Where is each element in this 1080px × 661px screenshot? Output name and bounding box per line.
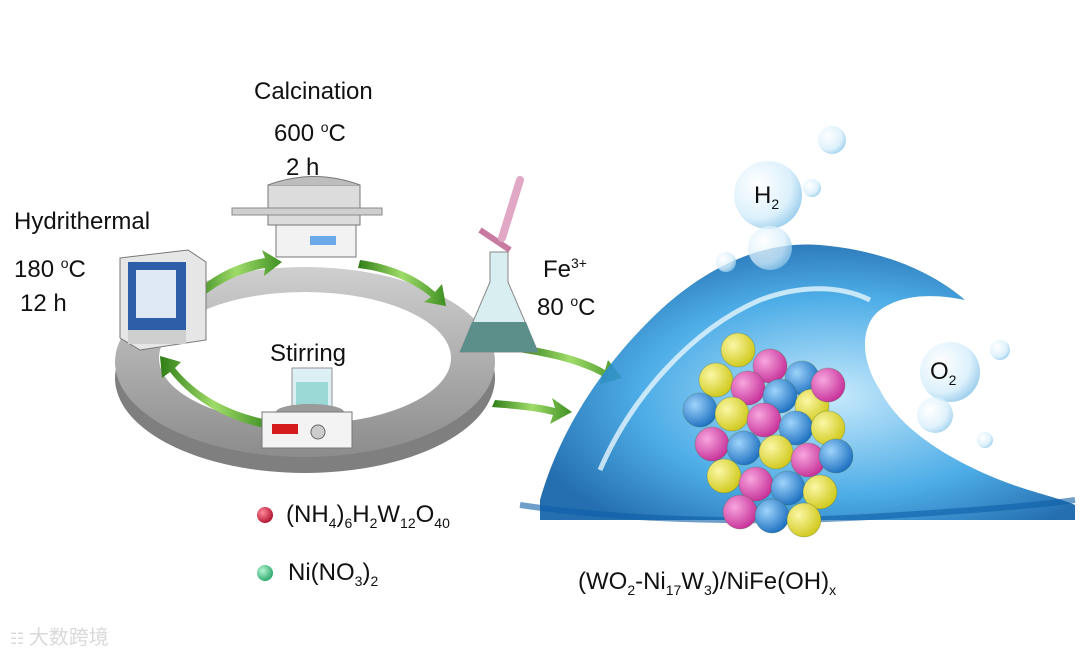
oven-icon: [119, 249, 207, 351]
nanosphere: [706, 458, 742, 494]
nanosphere: [720, 332, 756, 368]
legend-dot-tungstate: [257, 507, 273, 523]
hydrothermal-title: Hydrithermal: [14, 208, 151, 235]
process-ring: [115, 267, 495, 473]
h2-label: H2: [754, 182, 780, 212]
gas-bubbles: [716, 126, 1010, 448]
legend-dot-nickel-nitrate: [257, 565, 273, 581]
hydrothermal-time: 12 h: [20, 290, 67, 317]
nanosphere: [714, 396, 750, 432]
calcination-title: Calcination: [254, 78, 373, 105]
nanosphere: [762, 378, 798, 414]
calcination-temp: 600 oC: [274, 119, 346, 147]
calcination-time: 2 h: [286, 154, 320, 181]
nanosphere: [682, 392, 718, 428]
legend-tungstate-label: (NH4)6H2W12O40: [286, 501, 450, 531]
stirring-title: Stirring: [270, 340, 347, 367]
nanosphere: [694, 426, 730, 462]
nanosphere: [698, 362, 734, 398]
iron-ion-label: Fe3+: [543, 255, 587, 283]
stirrer-icon: [261, 367, 353, 449]
nanosphere: [726, 430, 762, 466]
nanosphere: [746, 402, 782, 438]
nanosphere: [754, 498, 790, 534]
flask-icon: [459, 176, 539, 353]
nanosphere-cluster: [682, 332, 854, 538]
product-formula: (WO2-Ni17W3)/NiFe(OH)x: [578, 568, 837, 598]
nanosphere: [786, 502, 822, 538]
legend-nickel-nitrate-label: Ni(NO3)2: [288, 559, 379, 589]
tube-furnace-icon: [231, 176, 383, 258]
nanosphere: [758, 434, 794, 470]
nanosphere: [802, 474, 838, 510]
nanosphere: [722, 494, 758, 530]
o2-label: O2: [930, 358, 957, 388]
iron-temp: 80 oC: [537, 293, 596, 321]
nanosphere: [810, 367, 846, 403]
cycle-arrows: [160, 250, 622, 428]
watermark: ☷ 大数跨境: [10, 627, 109, 649]
nanosphere: [818, 438, 854, 474]
hydrothermal-temp: 180 oC: [14, 255, 86, 283]
